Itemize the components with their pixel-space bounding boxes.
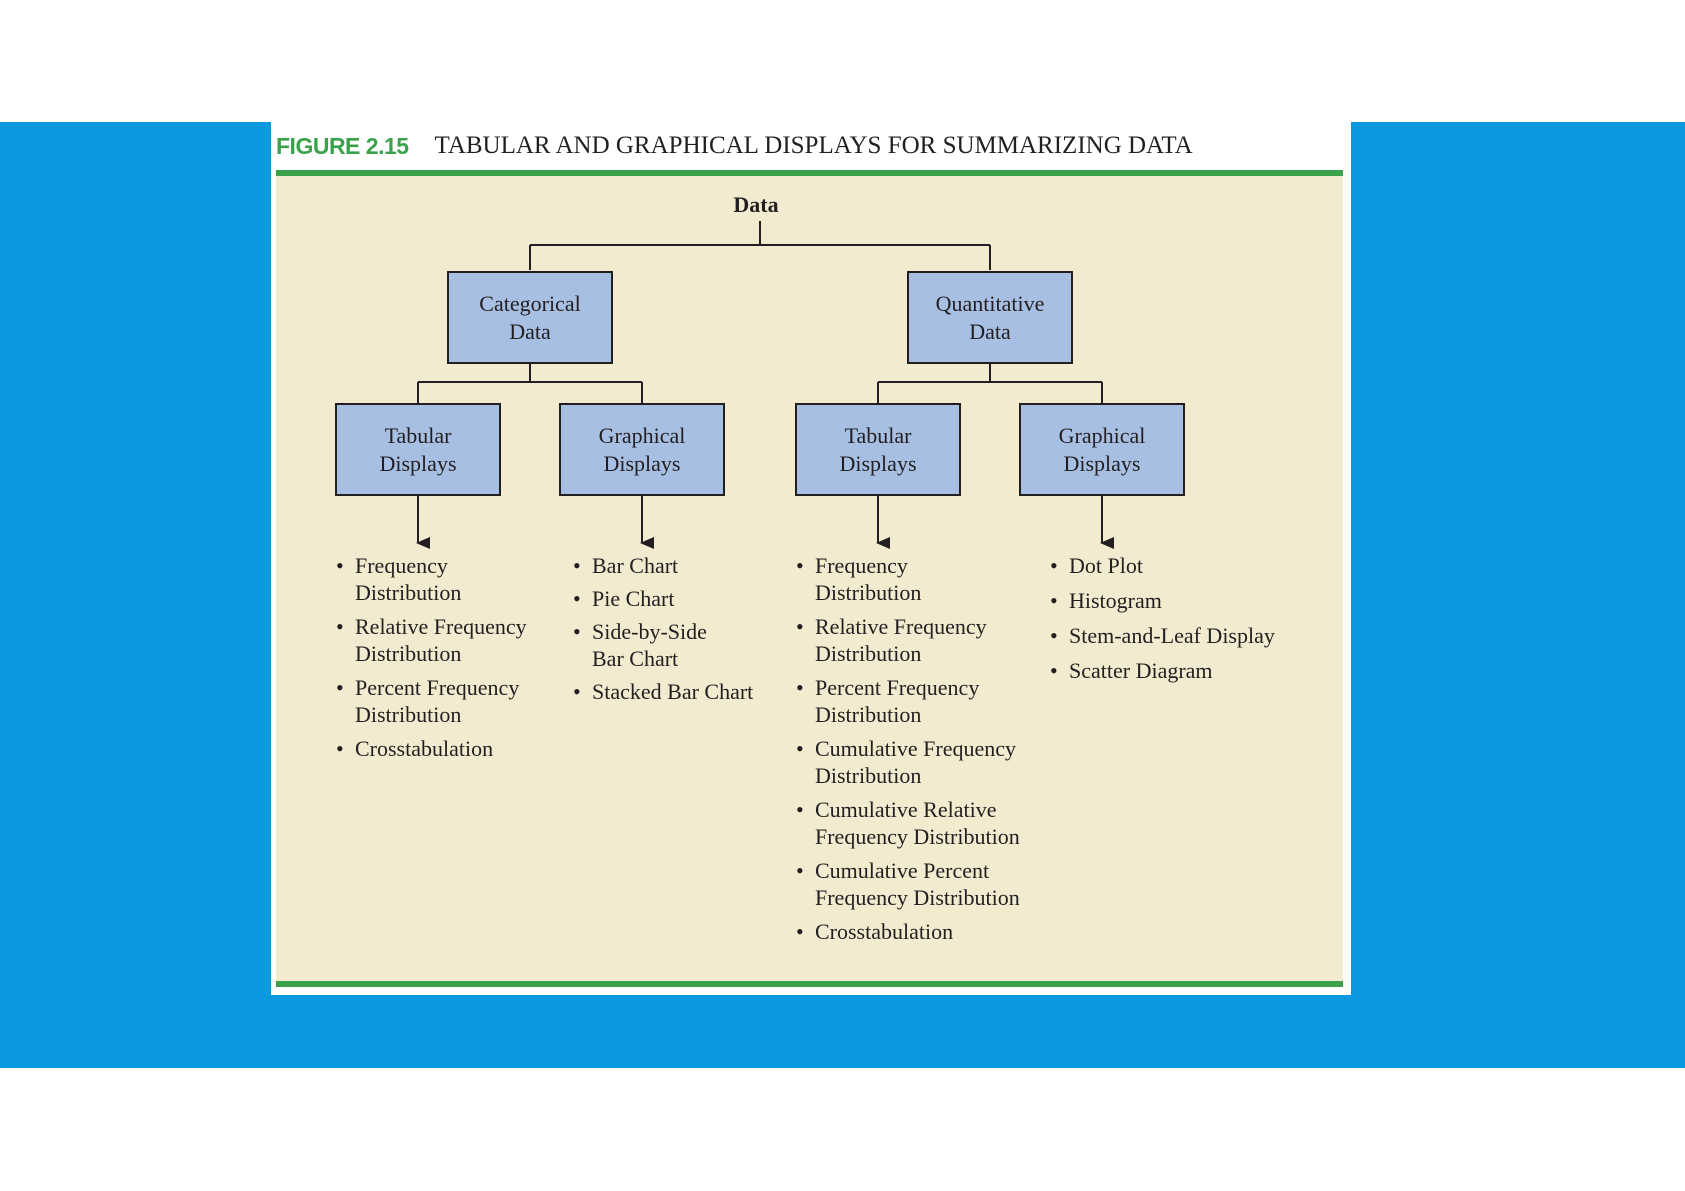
list-item-text: Distribution bbox=[815, 702, 922, 727]
top-green-rule bbox=[276, 170, 1343, 176]
list-item-text: Cumulative Relative bbox=[815, 797, 997, 822]
list-item-text: Bar Chart bbox=[592, 646, 679, 671]
list-item: Stacked Bar Chart bbox=[573, 678, 788, 705]
connector-categorical bbox=[417, 362, 643, 403]
list-item: Stem-and-Leaf Display bbox=[1050, 622, 1310, 649]
list-quantitative-graphical: Dot PlotHistogramStem-and-Leaf DisplaySc… bbox=[1050, 552, 1310, 692]
list-item: Bar Chart bbox=[573, 552, 788, 579]
connector-quantitative bbox=[877, 362, 1103, 403]
list-quantitative-tabular: FrequencyDistributionRelative FrequencyD… bbox=[796, 552, 1041, 952]
node-label-line2: Displays bbox=[1063, 450, 1141, 476]
list-item-text: Percent Frequency bbox=[355, 675, 520, 700]
list-item: Crosstabulation bbox=[336, 735, 551, 762]
list-item: Dot Plot bbox=[1050, 552, 1310, 579]
list-item-text: Frequency bbox=[355, 553, 448, 578]
list-item-text: Relative Frequency bbox=[355, 614, 527, 639]
list-item-text: Distribution bbox=[355, 641, 462, 666]
node-label-line1: Quantitative bbox=[935, 290, 1045, 316]
node-label-line1: Tabular bbox=[384, 422, 452, 448]
list-item-text: Histogram bbox=[1069, 588, 1162, 613]
tree-connectors bbox=[416, 221, 1114, 549]
list-item-text: Scatter Diagram bbox=[1069, 658, 1213, 683]
figure-title: TABULAR AND GRAPHICAL DISPLAYS FOR SUMMA… bbox=[434, 132, 1193, 159]
list-item-text: Crosstabulation bbox=[355, 736, 494, 761]
node-label-line1: Categorical bbox=[479, 290, 581, 316]
list-categorical-tabular: FrequencyDistributionRelative FrequencyD… bbox=[336, 552, 551, 769]
list-item-text: Stacked Bar Chart bbox=[592, 679, 754, 704]
node-label-line2: Displays bbox=[379, 450, 457, 476]
node-label-line2: Displays bbox=[839, 450, 917, 476]
list-item-text: Distribution bbox=[815, 580, 922, 605]
list-item-text: Bar Chart bbox=[592, 553, 679, 578]
list-item-text: Side-by-Side bbox=[592, 619, 707, 644]
node-label-line2: Data bbox=[509, 318, 551, 344]
list-item-text: Relative Frequency bbox=[815, 614, 987, 639]
root-node-data: Data bbox=[733, 192, 779, 217]
list-item-text: Distribution bbox=[815, 641, 922, 666]
list-item-text: Dot Plot bbox=[1069, 553, 1143, 578]
figure-card: FIGURE 2.15 TABULAR AND GRAPHICAL DISPLA… bbox=[271, 122, 1351, 995]
node-label-line1: Graphical bbox=[1058, 422, 1146, 448]
figure-header: FIGURE 2.15 TABULAR AND GRAPHICAL DISPLA… bbox=[276, 122, 1346, 170]
list-item-text: Frequency bbox=[815, 553, 908, 578]
bottom-green-rule bbox=[276, 981, 1343, 987]
connector-root bbox=[529, 221, 991, 270]
list-item-text: Pie Chart bbox=[592, 586, 675, 611]
node-label-line1: Graphical bbox=[598, 422, 686, 448]
list-item-text: Frequency Distribution bbox=[815, 885, 1020, 910]
list-item: Scatter Diagram bbox=[1050, 657, 1310, 684]
list-item-text: Distribution bbox=[815, 763, 922, 788]
list-item-text: Distribution bbox=[355, 702, 462, 727]
list-item: Histogram bbox=[1050, 587, 1310, 614]
node-label-line2: Displays bbox=[603, 450, 681, 476]
list-item: Crosstabulation bbox=[796, 918, 1041, 945]
list-item-text: Frequency Distribution bbox=[815, 824, 1020, 849]
node-label-line2: Data bbox=[969, 318, 1011, 344]
list-item-text: Cumulative Frequency bbox=[815, 736, 1017, 761]
list-item-text: Crosstabulation bbox=[815, 919, 954, 944]
list-item-text: Stem-and-Leaf Display bbox=[1069, 623, 1275, 648]
list-item-text: Distribution bbox=[355, 580, 462, 605]
figure-label: FIGURE 2.15 bbox=[276, 132, 409, 159]
list-item-text: Cumulative Percent bbox=[815, 858, 990, 883]
list-item-text: Percent Frequency bbox=[815, 675, 980, 700]
list-item: Pie Chart bbox=[573, 585, 788, 612]
node-label-line1: Tabular bbox=[844, 422, 912, 448]
